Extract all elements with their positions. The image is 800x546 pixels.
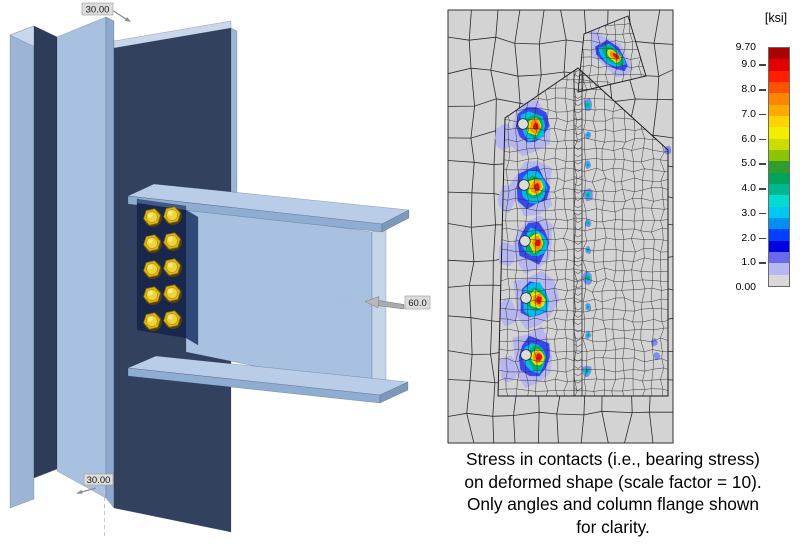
- bolt: [163, 206, 182, 226]
- legend-color-band: [769, 59, 789, 71]
- angle-cleat-fold: [185, 209, 199, 346]
- legend-color-band: [769, 81, 789, 94]
- bolt-group: [143, 206, 182, 332]
- stress-hotspot: [512, 325, 553, 388]
- legend-color-band: [769, 206, 789, 218]
- column-right-flange-top: [113, 20, 232, 49]
- legend-color-band: [769, 127, 789, 139]
- beam-end-face: [371, 225, 387, 397]
- bolt: [163, 258, 182, 278]
- stress-hotspot: [513, 270, 560, 330]
- legend-tick-label: 2.0: [741, 231, 756, 244]
- bolt: [143, 208, 162, 228]
- column-left-flange-face: [9, 25, 35, 509]
- bolt: [143, 286, 162, 306]
- legend-color-band: [769, 115, 789, 128]
- dimension-arrow-icon: [76, 489, 83, 494]
- angle-region-outline: [497, 67, 669, 397]
- figure-caption: Stress in contacts (i.e., bearing stress…: [427, 448, 799, 538]
- legend-color-band: [769, 217, 789, 230]
- bolt-holes: [517, 118, 532, 361]
- column-web-face: [56, 16, 107, 499]
- legend-color-band: [769, 138, 789, 150]
- legend-tick-mark: [759, 262, 766, 264]
- legend-color-band: [769, 48, 789, 60]
- legend-color-bar: [768, 47, 790, 287]
- stress-dot: [584, 160, 592, 170]
- legend-tick-mark: [759, 237, 766, 239]
- bolt: [143, 234, 162, 254]
- caption-line: Stress in contacts (i.e., bearing stress…: [466, 449, 760, 469]
- legend-color-band: [769, 161, 789, 173]
- stress-dot: [583, 97, 593, 111]
- legend-color-band: [769, 195, 789, 207]
- legend-unit-title: [ksi]: [764, 11, 788, 25]
- bolt: [163, 310, 182, 330]
- legend-color-band: [769, 172, 789, 184]
- legend-tick-mark: [759, 113, 766, 116]
- legend-color-band: [769, 183, 789, 196]
- legend-color-band: [769, 274, 789, 286]
- dimension-top: 30.00: [81, 2, 131, 22]
- beam: [127, 183, 410, 404]
- legend-tick-label: 1.0: [741, 256, 756, 269]
- legend-tick-label: 7.0: [741, 107, 756, 120]
- legend-tick-label: 4.0: [741, 182, 756, 195]
- dimension-top-label: 30.00: [86, 5, 110, 16]
- legend-tick-label: 8.0: [741, 83, 756, 96]
- legend-color-band: [769, 104, 789, 116]
- legend-color-band: [769, 93, 789, 105]
- legend-color-band: [769, 263, 789, 275]
- force-arrow-head-icon: [364, 296, 380, 309]
- column-left-flange-inner: [33, 25, 58, 479]
- legend-tick-label: 6.0: [741, 132, 756, 145]
- legend-tick-mark: [759, 212, 766, 215]
- legend-tick-mark: [759, 89, 766, 91]
- dimension-right: 60.0: [330, 295, 431, 310]
- legend-color-band: [769, 70, 789, 82]
- legend-color-band: [769, 251, 789, 264]
- caption-line: Only angles and column flange shown: [466, 494, 760, 515]
- stress-dot: [585, 303, 592, 312]
- model-3d-view: 30.00 30.00 60.0: [9, 2, 431, 537]
- column-right-flange-edge: [230, 27, 238, 206]
- beam-top-flange-tip: [381, 209, 410, 233]
- legend-tick-mark: [759, 138, 766, 141]
- stress-dot: [582, 188, 593, 202]
- caption-line: on deformed shape (scale factor = 10).: [464, 471, 762, 492]
- legend-tick-label: 5.0: [741, 157, 756, 170]
- bolt: [143, 312, 162, 332]
- dimension-bottom-label: 30.00: [87, 475, 111, 486]
- legend-tick-label: 9.0: [741, 58, 756, 71]
- dimension-right-label: 60.0: [408, 298, 427, 309]
- stress-hotspot: [509, 99, 551, 157]
- legend-tick-label: 9.70: [735, 41, 756, 53]
- legend-color-band: [769, 229, 789, 241]
- bolt: [163, 284, 182, 304]
- stress-dot: [585, 330, 592, 340]
- stress-legend: [ksi] 9.70 9.0 8.0 7.0 6.0 5.0 4.0 3.0 2.0 1.0 0.0…: [700, 0, 800, 330]
- legend-tick-mark: [759, 163, 766, 165]
- legend-tick-mark: [759, 188, 766, 190]
- dimension-arrow-icon: [124, 17, 131, 22]
- fea-mesh-view: [447, 9, 674, 444]
- fine-mesh-lines: [498, 68, 668, 396]
- stress-dot: [584, 218, 592, 228]
- dimension-annotations: 30.00 30.00 60.0: [76, 2, 431, 537]
- legend-color-band: [769, 149, 789, 162]
- legend-tick-label: 3.0: [741, 206, 756, 219]
- column-web-edge: [105, 16, 115, 509]
- legend-tick-label: 0.00: [735, 281, 756, 293]
- stress-dot: [585, 131, 592, 140]
- bolt: [163, 232, 182, 252]
- beam-bottom-flange-tip: [379, 381, 409, 404]
- dimension-bottom: 30.00: [76, 473, 114, 537]
- flange-patch-outline: [577, 15, 647, 93]
- caption-line: for clarity.: [576, 516, 650, 537]
- legend-color-band: [769, 240, 789, 252]
- bolt: [143, 260, 162, 280]
- legend-tick-mark: [759, 64, 766, 66]
- stress-dot: [582, 271, 592, 285]
